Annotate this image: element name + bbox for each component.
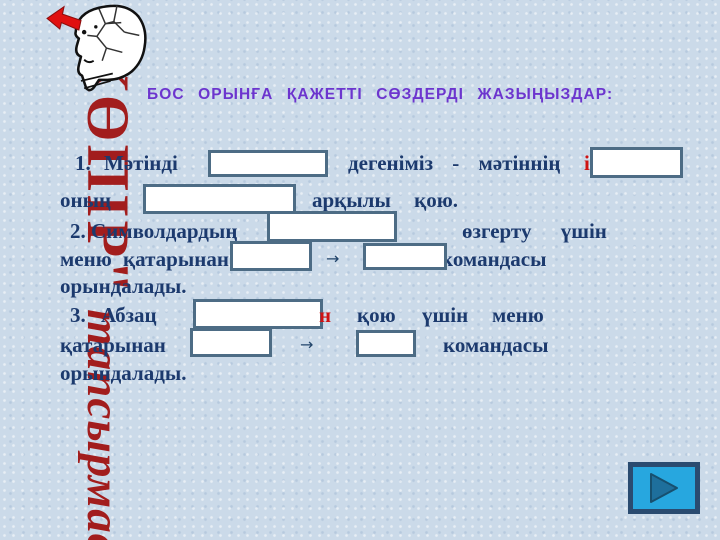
blank-box-2 bbox=[590, 147, 683, 178]
brain-crack-lines bbox=[87, 5, 140, 62]
p1-mid: дегеніміз - мәтіннің bbox=[348, 151, 561, 175]
collar-line-2 bbox=[83, 80, 111, 90]
red-arrow-icon bbox=[46, 5, 82, 31]
head-clipart bbox=[46, 0, 152, 94]
p3-line3: орындалады. bbox=[60, 361, 187, 385]
p1-red-fragment: і bbox=[584, 151, 590, 175]
slide-instruction-title: БОС ОРЫНҒА ҚАЖЕТТІ СӨЗДЕРДІ ЖАЗЫҢЫЗДАР: bbox=[147, 86, 614, 103]
play-icon bbox=[650, 473, 678, 503]
slide-body: 1. Мәтінді дегеніміз - мәтіннің і оның а… bbox=[60, 145, 708, 395]
p2-line2-start: меню қатарынан bbox=[60, 247, 229, 271]
p3-line2-start: қатарынан bbox=[60, 333, 166, 357]
next-slide-button[interactable] bbox=[628, 462, 700, 514]
p2-tail: өзгерту үшін bbox=[462, 219, 607, 243]
brow-dot bbox=[94, 25, 98, 29]
p2-line2-end: командасы bbox=[441, 247, 547, 271]
p3-lead: 3. Абзац bbox=[70, 303, 157, 327]
blank-box-4 bbox=[267, 211, 397, 242]
p3-word3: меню bbox=[492, 303, 544, 327]
blank-box-8 bbox=[190, 328, 272, 357]
p2-arrow-glyph: → bbox=[326, 249, 340, 268]
p1-line2-start: оның bbox=[60, 188, 112, 212]
blank-box-7 bbox=[193, 299, 323, 329]
p2-line3: орындалады. bbox=[60, 274, 187, 298]
blank-box-3 bbox=[143, 184, 296, 214]
blank-box-1 bbox=[208, 150, 328, 177]
eye-dot bbox=[81, 29, 87, 35]
p3-arrow-glyph: → bbox=[300, 335, 314, 354]
blank-box-5 bbox=[230, 241, 312, 271]
p1-line2-end: арқылы қою. bbox=[312, 188, 458, 212]
blank-box-6 bbox=[363, 243, 447, 270]
p3-red-fragment: н bbox=[319, 303, 332, 327]
mouth-line bbox=[83, 59, 95, 64]
head-with-brain-icon bbox=[46, 4, 147, 92]
blank-box-9 bbox=[356, 330, 416, 357]
p1-lead: 1. Мәтінді bbox=[75, 151, 178, 175]
head-outline bbox=[74, 4, 147, 92]
p2-lead: 2. Символдардың bbox=[70, 219, 238, 243]
p3-word1: қою bbox=[357, 303, 396, 327]
p3-word2: үшін bbox=[422, 303, 469, 327]
collar-line-1 bbox=[80, 72, 113, 82]
p3-line2-end: командасы bbox=[443, 333, 549, 357]
